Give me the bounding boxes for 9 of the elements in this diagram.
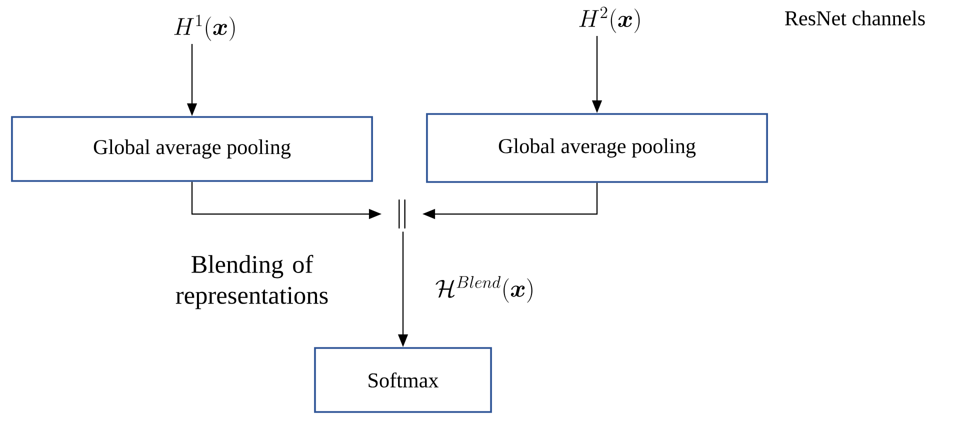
concat-symbol: $\|$ — [398, 199, 406, 229]
formula-text: $H^{1}(\boldsymbol{x})$ — [174, 14, 235, 41]
process-box: Global average pooling — [426, 113, 768, 183]
annotation-text: Blending of representations — [176, 254, 328, 310]
edge-label: $\mathcal{H}^{Blend}(\boldsymbol{x})$ — [434, 274, 536, 304]
caption-text: ResNet channels — [785, 10, 925, 26]
process-box: Softmax — [314, 347, 492, 413]
formula-text: $H^{2}(\boldsymbol{x})$ — [579, 6, 640, 33]
process-box: Global average pooling — [11, 116, 373, 182]
